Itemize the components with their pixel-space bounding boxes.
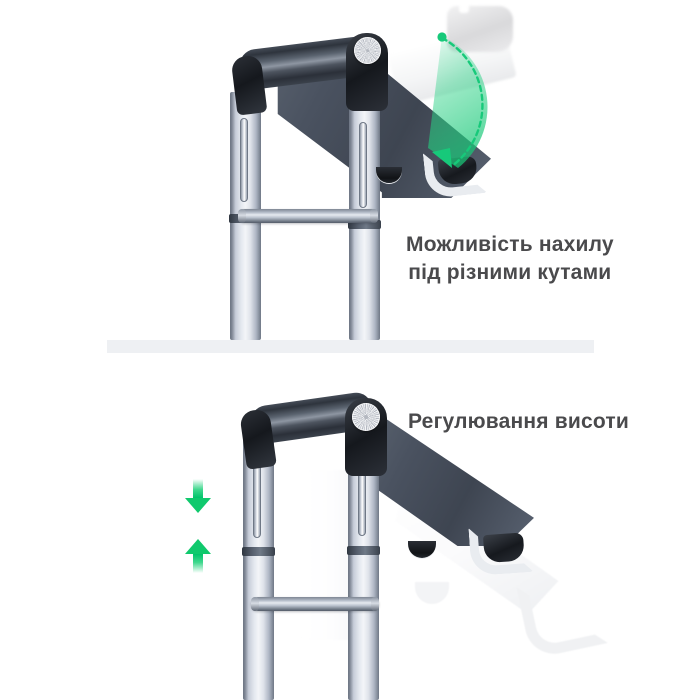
caption-height: Регулювання висоти [408,408,629,436]
cradle-hook [422,146,488,200]
panel-tilt: Можливість нахилу під різними кутами [0,0,700,340]
brace-end-cap [370,209,378,223]
caption-tilt: Можливість нахилу під різними кутами [406,231,614,286]
hinge-knob-icon [354,37,381,64]
brace-end-cap [251,597,259,611]
ghost-lowered-nub [415,582,449,604]
height-down-arrow-icon [185,479,211,513]
telescoping-leg-right [347,422,380,700]
telescoping-leg-left [242,434,275,700]
leg-slot [359,122,367,208]
arrow-head [185,539,211,554]
height-up-arrow-icon [185,539,211,573]
caption-height-line-1: Регулювання висоти [408,410,629,433]
ghost-lowered-hook [516,570,608,660]
hinge-knob-icon [352,403,380,431]
leg-slot [240,118,248,202]
cross-brace-bar [251,597,379,611]
arrow-shaft [193,554,203,573]
cradle-nub [408,541,436,558]
tilt-arc-start-dot [437,32,447,42]
leg-collar [242,547,275,556]
caption-tilt-line-1: Можливість нахилу [406,233,614,256]
cross-brace-bar [238,209,378,223]
brace-end-cap [371,597,379,611]
cradle-hook [468,523,534,577]
panel-divider [107,340,594,353]
panel-height: Регулювання висоти [0,352,700,700]
ghost-tilted-cradle [447,1,513,52]
brace-end-cap [238,209,246,223]
leg-collar [347,546,380,555]
arrow-head [185,498,211,513]
leg-collar [348,220,381,229]
caption-tilt-line-2: під різними кутами [408,260,612,284]
arrow-shaft [193,479,203,498]
cradle-nub [376,167,402,183]
